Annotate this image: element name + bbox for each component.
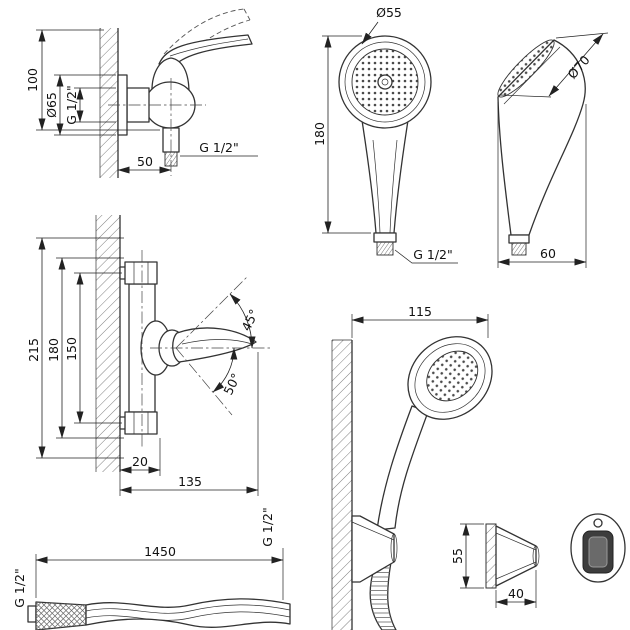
dim-head-depth: 60 xyxy=(540,246,556,261)
wall-hatch xyxy=(100,28,118,178)
dim-overall-height: 215 xyxy=(26,338,41,362)
view-handshower-front: Ø55 180 G 1/2" xyxy=(312,5,458,264)
label-outlet-thread: G 1/2" xyxy=(199,140,239,155)
holder-cone xyxy=(495,525,537,587)
dim-hose-length: 1450 xyxy=(144,544,176,559)
view-hose: 1450 G 1/2" G 1/2" xyxy=(12,507,291,630)
handshower-thread xyxy=(376,241,394,256)
dim-escutcheon-diameter: Ø65 xyxy=(44,92,59,118)
view-handshower-side: Ø70 60 xyxy=(497,32,609,268)
label-hose-thread-left: G 1/2" xyxy=(12,568,27,608)
handshower-handle xyxy=(360,113,410,234)
view-holder-assembly: 115 xyxy=(331,304,493,630)
dim-inlet-thread: G 1/2" xyxy=(64,85,79,125)
dim-holder-depth: 40 xyxy=(508,586,524,601)
hose-body xyxy=(85,598,291,628)
dim-angle-down: 50° xyxy=(220,371,243,397)
dim-lever-reach: 135 xyxy=(178,474,202,489)
dim-body-offset: 20 xyxy=(132,454,148,469)
holder-plate xyxy=(485,523,497,589)
label-hose-thread-right: G 1/2" xyxy=(260,507,275,547)
mixer-lever xyxy=(158,34,253,69)
top-nut xyxy=(124,261,158,285)
dim-mixer-side-height: 100 xyxy=(25,68,40,92)
handshower-head-tilted xyxy=(407,336,493,420)
view-mixer-front: 45° 50° 215 180 150 20 135 xyxy=(26,215,272,496)
dim-head-diameter: Ø55 xyxy=(376,5,402,20)
dim-handshower-length: 180 xyxy=(312,122,327,146)
dim-holder-reach: 115 xyxy=(408,304,432,319)
view-holder-detail: 55 40 xyxy=(450,513,626,608)
bottom-nut xyxy=(124,411,158,435)
screw-hole xyxy=(593,518,603,528)
dim-angle-up: 45° xyxy=(238,307,261,333)
label-handshower-thread: G 1/2" xyxy=(413,247,453,262)
wall-hatch xyxy=(332,340,352,630)
dim-outlet-offset: 50 xyxy=(137,154,153,169)
mixer-lever xyxy=(172,327,257,363)
dim-holder-height: 55 xyxy=(450,548,465,564)
dim-spread: 150 xyxy=(64,337,79,361)
wall-hatch xyxy=(96,215,120,472)
dim-spread-outer: 180 xyxy=(46,338,61,362)
view-mixer-side: 100 Ø65 G 1/2" 50 G 1/2" xyxy=(25,8,258,178)
